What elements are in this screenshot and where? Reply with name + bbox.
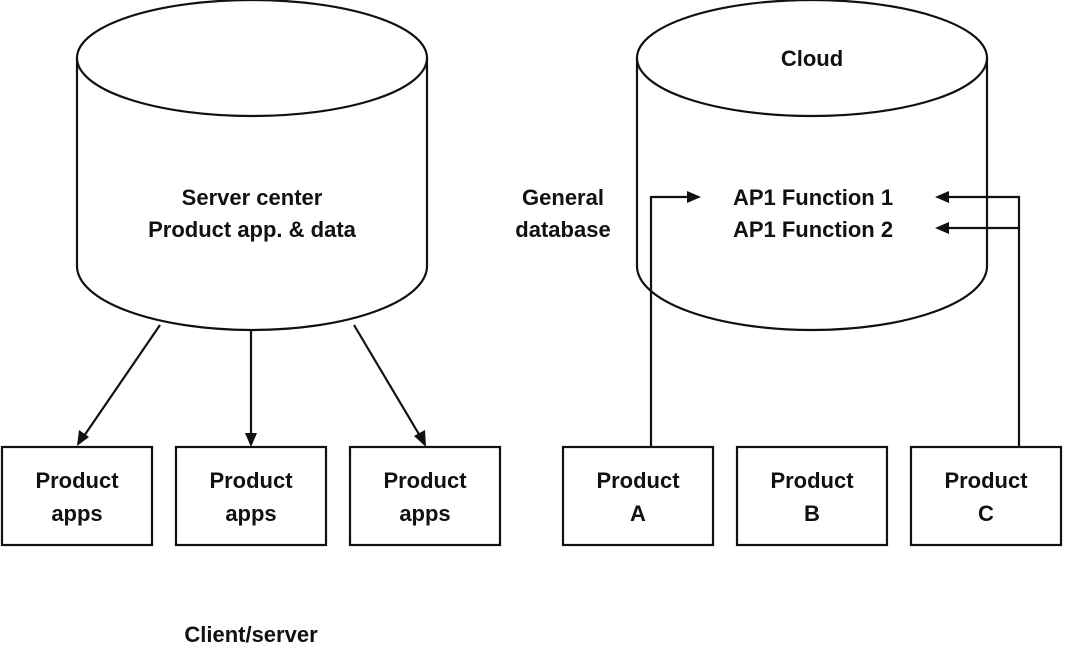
server-to-client-arrow-2 (245, 330, 257, 447)
product-box-a-label-line2: A (630, 501, 646, 526)
server-center-label: Server center (181, 185, 323, 210)
server-content-label: Product app. & data (148, 217, 356, 242)
cloud-title: Cloud (780, 46, 844, 71)
product-box-b-label-line2: B (804, 501, 820, 526)
client-box-3-label-line2: apps (399, 501, 451, 526)
product-box-a (561, 445, 715, 547)
product-c-to-functions-arrows (935, 191, 1021, 447)
product-box-a-label-line1: Product (596, 468, 680, 493)
product-box-c (909, 445, 1063, 547)
server-center-cylinder (75, 0, 429, 332)
product-box-c-label-line1: Product (944, 468, 1028, 493)
server-to-client-arrow-1 (77, 324, 161, 446)
server-to-client-arrow-3 (353, 324, 426, 447)
product-box-b (735, 445, 889, 547)
product-a-to-function-arrow (649, 191, 701, 447)
client-box-1 (0, 445, 154, 547)
client-box-2-label-line2: apps (225, 501, 277, 526)
general-database-label-line2: database (515, 217, 611, 242)
client-box-3-label-line1: Product (383, 468, 467, 493)
client-box-3 (348, 445, 502, 547)
client-box-1-label-line2: apps (51, 501, 103, 526)
cloud-cylinder (635, 0, 989, 332)
client-server-caption: Client/server (184, 622, 318, 647)
product-box-b-label-line1: Product (770, 468, 854, 493)
client-box-2-label-line1: Product (209, 468, 293, 493)
ap1-function-1-label: AP1 Function 1 (732, 185, 894, 210)
general-database-label-line1: General (522, 185, 604, 210)
product-box-c-label-line2: C (978, 501, 994, 526)
client-box-1-label-line1: Product (35, 468, 119, 493)
ap1-function-2-label: AP1 Function 2 (732, 217, 894, 242)
